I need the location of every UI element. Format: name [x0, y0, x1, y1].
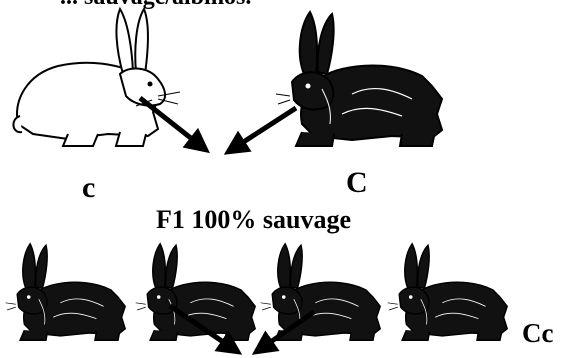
parent-left-genotype: c — [82, 171, 95, 205]
f1-rabbit-4 — [388, 244, 508, 340]
wild-rabbit-icon — [276, 12, 442, 146]
f1-label: F1 100% sauvage — [156, 205, 351, 235]
arrow-icon — [228, 108, 296, 152]
f1-genotype: Cc — [522, 318, 553, 349]
albino-rabbit-icon — [13, 9, 180, 146]
f1-rabbit-3 — [261, 244, 381, 340]
f1-rabbit-1 — [6, 244, 126, 340]
parent-right-genotype: C — [346, 166, 368, 200]
